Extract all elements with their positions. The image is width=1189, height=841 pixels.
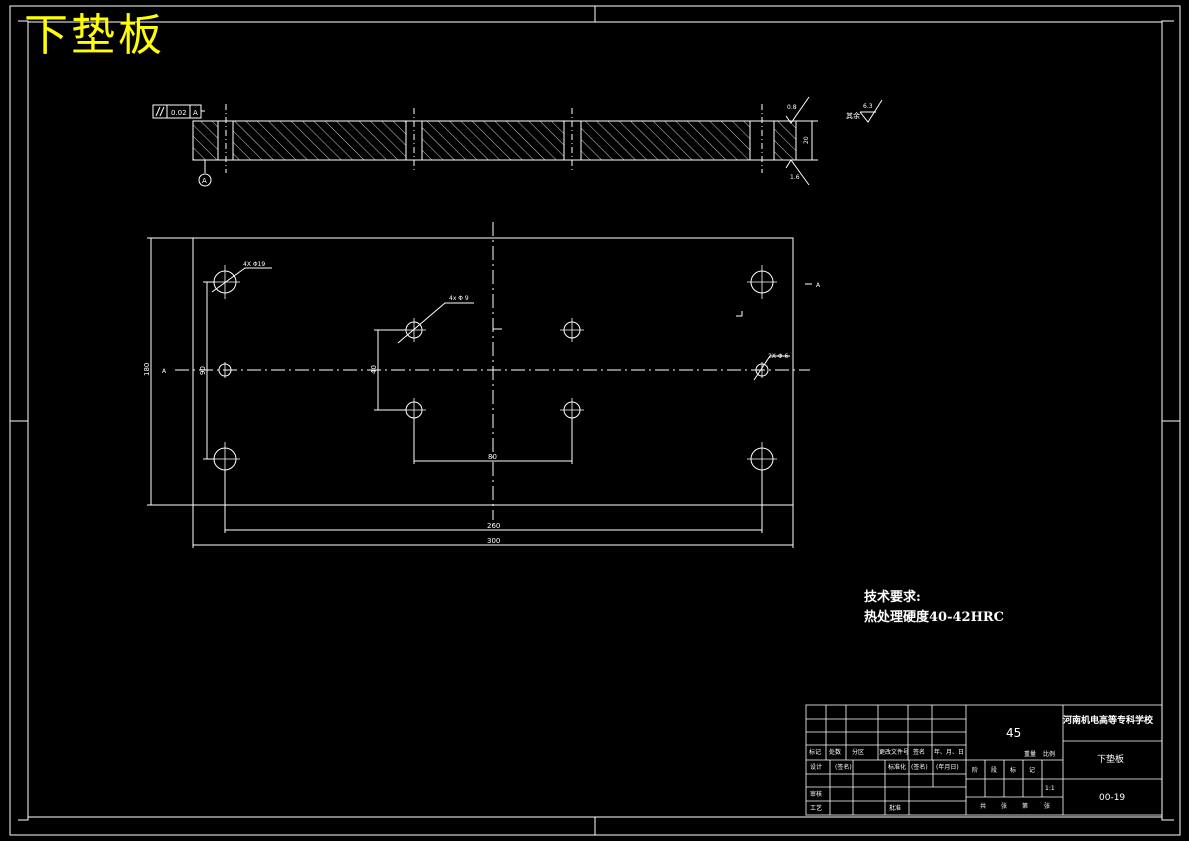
- section-marker-right: A: [816, 282, 821, 289]
- section-view: [152, 96, 883, 187]
- hole-note-pin: 2X Φ 6: [768, 353, 788, 360]
- roughness-other-value: 6.3: [863, 103, 873, 110]
- title-block-material: 45: [1006, 726, 1022, 740]
- title-block-design: (签名): [911, 764, 928, 771]
- title-block-stage: 记: [1029, 767, 1036, 774]
- dim-overall-width: 180: [143, 363, 151, 376]
- title-block-stage: 阶: [972, 767, 979, 774]
- title-block-header: 处数: [829, 749, 842, 756]
- tech-requirements-line1: 热处理硬度40-42HRC: [864, 610, 1005, 625]
- plan-view: [147, 222, 812, 548]
- title-block-check: 审核: [810, 791, 823, 798]
- title-block-stage: 重量: [1024, 751, 1037, 758]
- title-block-drawing-no: 00-19: [1099, 793, 1126, 803]
- hole-note-small: 4x Φ 9: [449, 295, 469, 302]
- roughness-bottom-value: 1.6: [790, 174, 800, 181]
- title-block-sheet: 张: [1044, 803, 1051, 810]
- title-block-approve: 批准: [889, 805, 902, 812]
- section-marker-left: A: [162, 368, 167, 375]
- title-block-school: 河南机电高等专科学校: [1063, 716, 1154, 726]
- title-block-header: 更改文件号: [879, 749, 910, 756]
- title-block-stage: 比例: [1043, 751, 1056, 758]
- tech-requirements-heading: 技术要求:: [864, 590, 921, 605]
- dim-hole-span-x: 260: [487, 522, 500, 530]
- hole-note-large: 4X Φ19: [243, 261, 265, 268]
- title-block-header: 签名: [913, 749, 926, 756]
- title-block-design: 标准化: [888, 764, 907, 771]
- title-block-design: (签名): [835, 764, 852, 771]
- dim-inner-span-x: 80: [488, 453, 497, 461]
- title-block-grid: [805, 704, 1163, 816]
- datum-label: A: [202, 177, 207, 185]
- title-block-sheet: 第: [1022, 803, 1029, 810]
- dim-hole-span-y: 90: [199, 366, 207, 375]
- dim-overall-length: 300: [487, 537, 500, 545]
- title-block-process: 工艺: [810, 805, 823, 812]
- roughness-top-value: 0.8: [787, 104, 797, 111]
- title-block-design: (年月日): [936, 764, 959, 771]
- title-block-sheet: 共: [980, 803, 987, 810]
- title-block-stage: 标: [1010, 767, 1017, 774]
- title-block-header: 标记: [809, 749, 822, 756]
- parallelism-value: 0.02: [171, 109, 187, 117]
- drawing-title: 下垫板: [24, 10, 165, 61]
- title-block-stage: 段: [991, 767, 998, 774]
- title-block-header: 分区: [852, 749, 865, 756]
- roughness-other-label: 其余: [846, 111, 860, 120]
- title-block-scale: 1:1: [1045, 785, 1055, 792]
- dim-inner-span-y: 40: [370, 365, 378, 374]
- title-block-sheet: 张: [1001, 803, 1008, 810]
- title-block-part-name: 下垫板: [1097, 755, 1125, 765]
- title-block-design: 设计: [810, 764, 823, 771]
- parallelism-datum: A: [193, 109, 198, 117]
- title-block-header: 年、月、日: [934, 749, 965, 756]
- thickness-dim: 20: [803, 136, 810, 144]
